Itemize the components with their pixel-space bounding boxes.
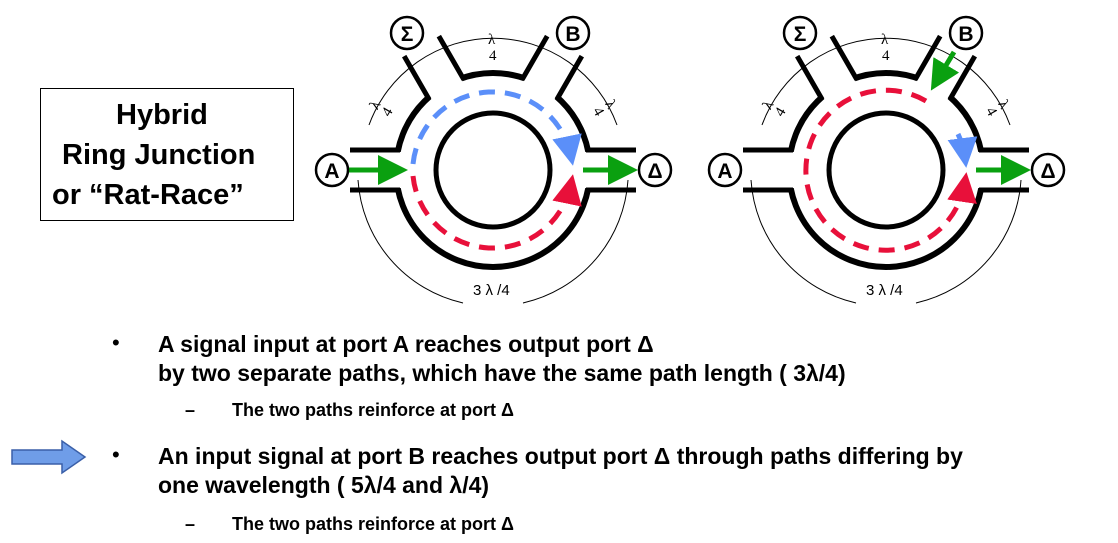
- svg-text:Δ: Δ: [1040, 160, 1055, 183]
- port-delta: Δ: [637, 152, 673, 188]
- bullet-icon: •: [112, 442, 120, 467]
- port-sum: Σ: [782, 15, 818, 51]
- bullet-text: An input signal at port B reaches output…: [158, 443, 963, 469]
- quarter-label-den: 4: [882, 48, 890, 64]
- title-line: or “Rat-Race”: [52, 179, 244, 211]
- bullet-text: one wavelength ( 5λ/4 and λ/4): [158, 472, 490, 498]
- port-a: A: [707, 152, 743, 188]
- quarter-label-num: λ: [881, 32, 889, 48]
- port-sum: Σ: [389, 15, 425, 51]
- bullet-icon: •: [112, 330, 120, 355]
- port-b: B: [948, 15, 984, 51]
- title-line: Hybrid: [116, 99, 208, 131]
- bullet-text: by two separate paths, which have the sa…: [158, 360, 846, 386]
- quarter-label-den: 4: [489, 48, 497, 64]
- svg-text:Σ: Σ: [794, 23, 807, 46]
- svg-text:4: 4: [589, 105, 607, 120]
- svg-text:4: 4: [772, 105, 790, 120]
- port-delta: Δ: [1030, 152, 1066, 188]
- svg-text:B: B: [565, 23, 580, 46]
- svg-text:Δ: Δ: [647, 160, 662, 183]
- svg-text:A: A: [324, 160, 339, 183]
- dash-icon: –: [185, 514, 196, 534]
- quarter-label-num: λ: [488, 32, 496, 48]
- dash-icon: –: [185, 400, 196, 420]
- quarter-label-left: λ4: [367, 98, 397, 120]
- quarter-label-right: λ4: [982, 98, 1012, 120]
- ring-diagram-b: 3 λ /4 λ 4 λ4 λ4 A Δ Σ B: [707, 15, 1066, 303]
- ring-diagram-a: 3 λ /4 λ 4 λ4 λ4 A Δ Σ B: [314, 15, 673, 303]
- svg-text:4: 4: [379, 105, 397, 120]
- svg-text:4: 4: [982, 105, 1000, 120]
- title-line: Ring Junction: [62, 139, 256, 171]
- quarter-label-left: λ4: [760, 98, 790, 120]
- bullet-text: A signal input at port A reaches output …: [158, 331, 654, 357]
- svg-text:Σ: Σ: [401, 23, 414, 46]
- pointer-arrow-icon: [11, 439, 87, 475]
- port-b: B: [555, 15, 591, 51]
- three-quarter-label: 3 λ /4: [866, 282, 903, 299]
- title-box: Hybrid Ring Junction or “Rat-Race”: [40, 88, 294, 221]
- port-a: A: [314, 152, 350, 188]
- sub-bullet-text: The two paths reinforce at port Δ: [232, 514, 514, 534]
- sub-bullet-text: The two paths reinforce at port Δ: [232, 400, 514, 420]
- three-quarter-label: 3 λ /4: [473, 282, 510, 299]
- svg-text:B: B: [958, 23, 973, 46]
- quarter-label-right: λ4: [589, 98, 619, 120]
- svg-text:A: A: [717, 160, 732, 183]
